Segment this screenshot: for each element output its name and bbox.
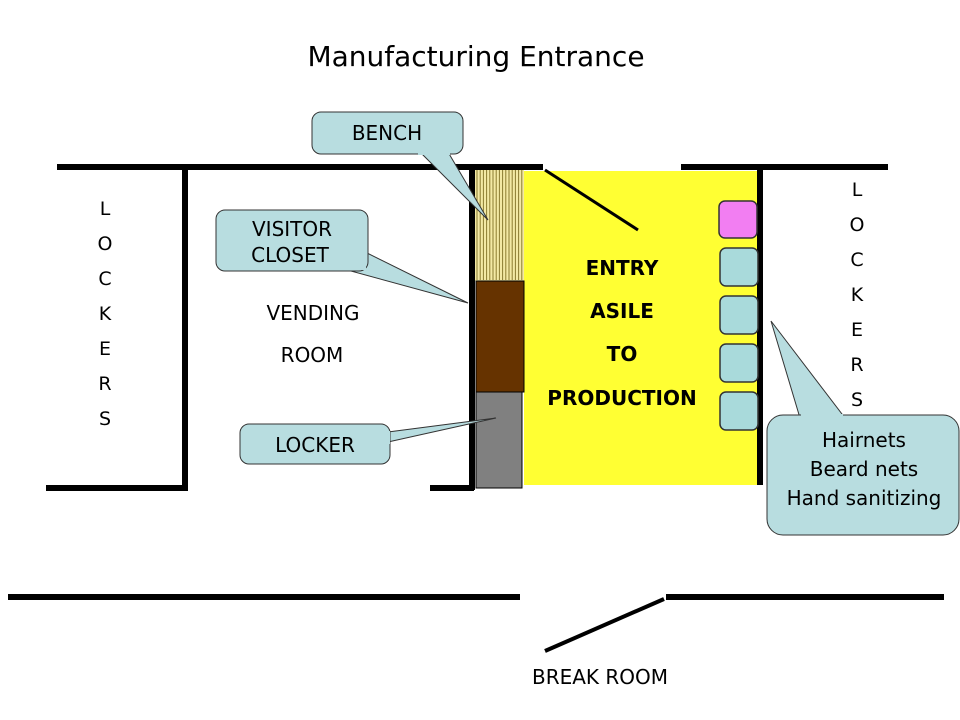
visitor-closet-callout-line2: CLOSET	[251, 243, 329, 267]
right-lockers-letter: K	[851, 284, 864, 306]
supplies-callout: Hairnets Beard nets Hand sanitizing	[766, 320, 960, 536]
right-lockers-letter: C	[850, 249, 863, 271]
right-lockers-letter: S	[851, 389, 863, 411]
left-lockers-letter: C	[98, 268, 111, 290]
vending-room-line2: ROOM	[281, 343, 344, 367]
locker-callout-text: LOCKER	[275, 433, 355, 457]
bench-callout-text: BENCH	[352, 121, 422, 145]
supplies-callout-line1: Hairnets	[822, 428, 906, 452]
entry-aisle-line2: ASILE	[590, 299, 654, 323]
entry-aisle-line1: ENTRY	[586, 256, 659, 280]
right-lockers-letter: R	[850, 354, 863, 376]
entry-aisle-line3: TO	[607, 342, 638, 366]
door-swing-entry	[544, 168, 639, 232]
vending-room-line1: VENDING	[266, 301, 359, 325]
visitor-closet	[475, 280, 525, 393]
station	[719, 247, 759, 287]
bench-callout: BENCH	[311, 111, 489, 221]
visitor-closet-callout: VISITOR CLOSET	[215, 209, 469, 304]
left-lockers-letter: S	[99, 408, 111, 430]
door-swing-break-room	[544, 597, 665, 653]
entry-aisle-line4: PRODUCTION	[547, 386, 696, 410]
right-lockers-letter: O	[850, 214, 865, 236]
locker	[475, 391, 523, 489]
supplies-callout-line2: Beard nets	[810, 457, 918, 481]
left-lockers-letter: K	[99, 303, 112, 325]
left-lockers-letter: L	[100, 198, 111, 220]
station-pink	[718, 200, 758, 239]
left-lockers-letter: O	[98, 233, 113, 255]
right-lockers-letter: E	[851, 319, 863, 341]
station	[719, 295, 759, 335]
left-lockers-letter: R	[98, 373, 111, 395]
supply-stations	[718, 200, 759, 431]
station	[719, 391, 759, 431]
diagram-title: Manufacturing Entrance	[307, 40, 644, 73]
left-lockers-letter: E	[99, 338, 111, 360]
supplies-callout-line3: Hand sanitizing	[787, 486, 942, 510]
locker-callout: LOCKER	[239, 417, 497, 465]
break-room-label: BREAK ROOM	[532, 665, 668, 689]
right-lockers-letter: L	[852, 179, 863, 201]
visitor-closet-callout-line1: VISITOR	[252, 217, 332, 241]
walls	[8, 164, 944, 600]
bench	[474, 169, 524, 281]
station	[719, 343, 759, 383]
